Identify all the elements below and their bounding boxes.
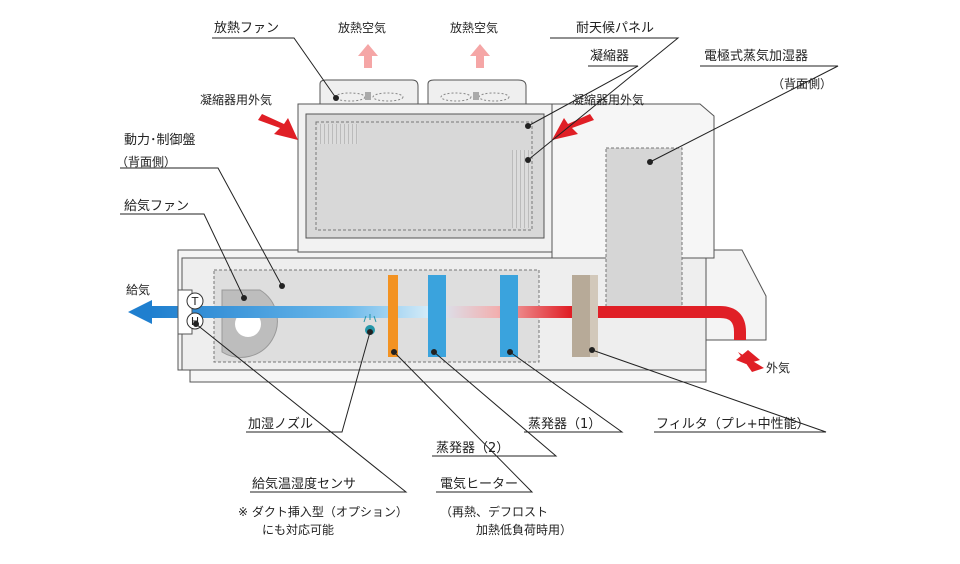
label-power-panel-note: （背面側） — [116, 155, 176, 169]
label-humidifier-nozzle: 加湿ノズル — [248, 416, 313, 432]
evaporator-1 — [500, 275, 518, 357]
evaporator-2 — [428, 275, 446, 357]
label-power-panel: 動力･制御盤 — [124, 133, 196, 148]
exhaust-fans — [319, 79, 527, 105]
label-sensor-note-2: にも対応可能 — [262, 523, 334, 537]
label-electric-heater: 電気ヒーター — [440, 476, 518, 492]
label-exhaust-fan: 放熱ファン — [214, 21, 279, 36]
condenser-housing — [297, 103, 553, 253]
label-outdoor-air: 外気 — [766, 360, 790, 375]
label-heater-note-1: （再熱、デフロスト — [440, 504, 548, 519]
condenser-air-arrows — [258, 114, 594, 140]
label-supply-air: 給気 — [126, 282, 150, 297]
label-supply-fan: 給気ファン — [124, 198, 189, 214]
label-condenser-air-left: 凝縮器用外気 — [200, 92, 272, 107]
label-steam-humidifier: 電極式蒸気加湿器 — [704, 48, 808, 64]
electric-heater — [388, 275, 398, 357]
label-sensor-note-1: ※ ダクト挿入型（オプション） — [238, 504, 408, 519]
rear-housing — [551, 103, 715, 315]
label-filter: フィルタ（プレ+中性能） — [656, 417, 810, 432]
temp-symbol: T — [191, 295, 199, 308]
label-weather-panel: 耐天候パネル — [576, 21, 654, 36]
label-sensor: 給気温湿度センサ — [252, 476, 356, 492]
leader-lines — [120, 37, 839, 493]
label-evaporator-2: 蒸発器（2） — [436, 441, 509, 456]
label-exhaust-air-1: 放熱空気 — [338, 20, 386, 35]
exhaust-air-arrows — [358, 44, 490, 68]
leader-dots — [193, 95, 653, 355]
label-steam-humidifier-note: （背面側） — [772, 77, 832, 91]
label-evaporator-1: 蒸発器（1） — [528, 417, 601, 432]
label-exhaust-air-2: 放熱空気 — [450, 20, 498, 35]
label-heater-note-2: 加熱低負荷時用） — [476, 523, 572, 537]
label-condenser: 凝縮器 — [590, 48, 629, 64]
label-condenser-air-right: 凝縮器用外気 — [572, 92, 644, 107]
